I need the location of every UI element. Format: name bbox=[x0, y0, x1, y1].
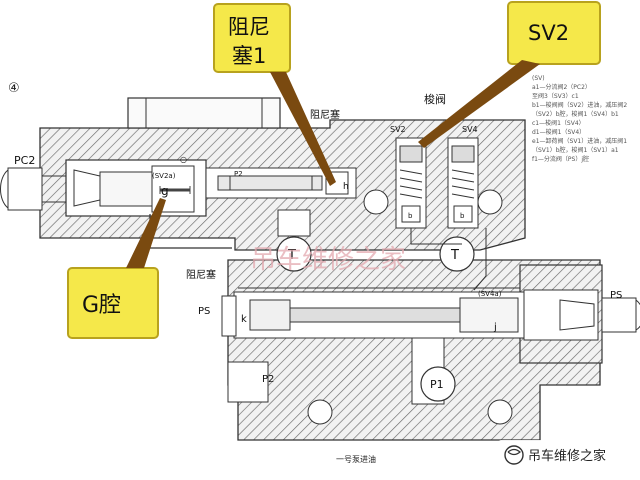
label-p2-inner: P2 bbox=[234, 170, 243, 178]
side-note-5: c1—梭阀1（SV4） bbox=[532, 119, 585, 127]
side-note-9: f1—分流阀（PS）j腔 bbox=[532, 155, 589, 163]
callout-sv2-text: SV2 bbox=[528, 21, 569, 45]
valve-body bbox=[0, 97, 640, 441]
figure-number: ④ bbox=[8, 81, 20, 96]
label-t-left: T bbox=[287, 248, 296, 263]
label-circle-mark: ○ bbox=[180, 155, 187, 164]
side-note-6: d1—梭阀1（SV4） bbox=[532, 128, 585, 136]
label-sv4a: (SV4a) bbox=[478, 290, 502, 298]
label-damper-top: 阻尼塞 bbox=[310, 108, 340, 121]
brand-badge: 吊车维修之家 bbox=[498, 440, 640, 470]
label-t-right: T bbox=[450, 248, 459, 263]
diagram-labels: PC2 (SV2a) (SV4a) g h P2 阻尼塞 梭阀 SV2 SV4 … bbox=[14, 92, 622, 464]
callout-sv2: SV2 bbox=[418, 1, 601, 148]
label-pc2: PC2 bbox=[14, 154, 35, 167]
side-note-8: （SV1）b腔，梭阀1（SV1）a1 bbox=[532, 146, 619, 154]
callout-damper1-line1: 阻尼 bbox=[228, 15, 270, 39]
label-h: h bbox=[343, 182, 349, 192]
label-p1: P1 bbox=[430, 378, 444, 391]
callout-g-chamber: G腔 bbox=[67, 198, 166, 339]
label-g: g bbox=[161, 184, 169, 198]
callout-damper1: 阻尼 塞1 bbox=[213, 3, 336, 186]
pc2-fitting bbox=[0, 167, 66, 211]
label-b-sv4: b bbox=[460, 212, 465, 220]
side-note-4: （SV2）b腔，梭阀1（SV4）b1 bbox=[532, 110, 619, 118]
label-k: k bbox=[241, 314, 247, 325]
callout-g-chamber-text: G腔 bbox=[82, 293, 121, 318]
side-note-3: b1—梭阀阀（SV2）进油，减压阀2 bbox=[532, 101, 627, 109]
side-note-7: e1—卸荷阀（SV1）进油，减压阀1 bbox=[532, 137, 627, 145]
label-ps-left: PS bbox=[198, 306, 210, 317]
callout-damper1-line2: 塞1 bbox=[232, 44, 266, 68]
sv2-cartridge bbox=[395, 137, 427, 229]
label-sv2-valve: SV2 bbox=[390, 125, 406, 134]
label-sv4-valve: SV4 bbox=[462, 125, 478, 134]
side-notes: (SV) a1—分流阀2（PC2） 至阀3（SV3）c1 b1—梭阀阀（SV2）… bbox=[532, 75, 627, 163]
label-p2-bottom: P2 bbox=[262, 374, 274, 385]
side-note-0: (SV) bbox=[532, 75, 545, 82]
watermark: 吊车维修之家 bbox=[250, 245, 406, 275]
brand-badge-text: 吊车维修之家 bbox=[528, 448, 606, 464]
side-note-2: 至阀3（SV3）c1 bbox=[532, 92, 579, 100]
side-note-1: a1—分流阀2（PC2） bbox=[532, 83, 591, 91]
ps-right-fitting bbox=[601, 297, 640, 333]
label-b-sv2: b bbox=[408, 212, 413, 220]
label-check-valve: 梭阀 bbox=[424, 92, 446, 106]
label-damper-mid: 阻尼塞 bbox=[186, 268, 216, 281]
label-ps-right: PS bbox=[610, 290, 622, 301]
label-j: j bbox=[493, 322, 497, 333]
bottom-caption: 一号泵进油 bbox=[336, 454, 376, 464]
sv4-cartridge bbox=[447, 137, 479, 229]
label-sv2a: (SV2a) bbox=[152, 172, 176, 180]
